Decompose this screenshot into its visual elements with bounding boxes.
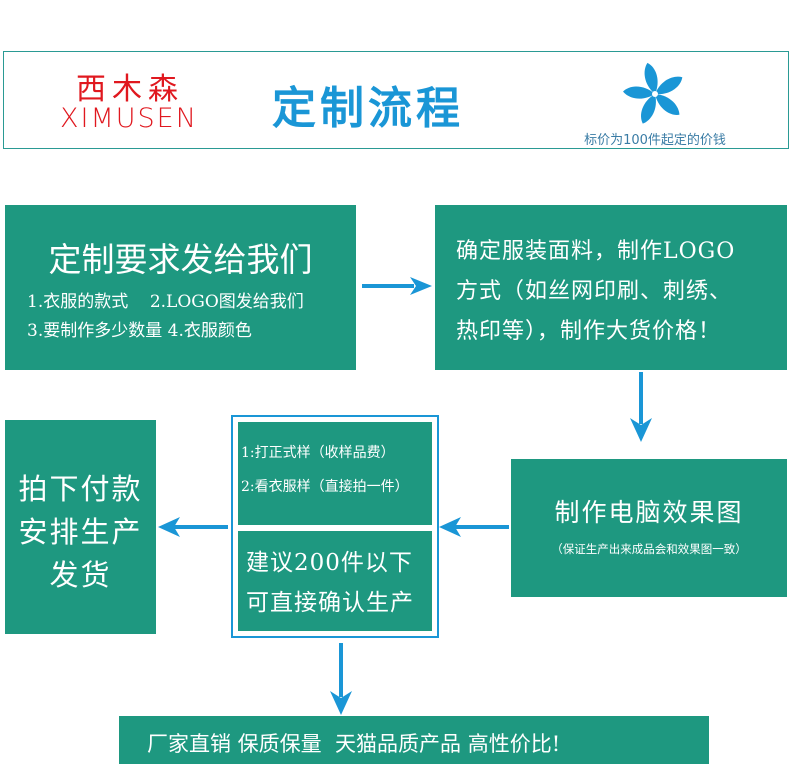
- arrow-left-icon: [439, 517, 509, 537]
- arrow-left-icon: [158, 517, 228, 537]
- step-title: 定制要求发给我们: [48, 240, 313, 279]
- step-subtitle: （保证生产出来成品会和效果图一致）: [551, 542, 747, 556]
- step-line: 发货: [49, 558, 112, 592]
- flower-petal: [644, 62, 658, 94]
- brand-name-en: XIMUSEN: [60, 103, 198, 134]
- step-send-requirements: 定制要求发给我们 1.衣服的款式 2.LOGO图发给我们 3.要制作多少数量 4…: [5, 205, 356, 370]
- step-line: 3.要制作多少数量 4.衣服颜色: [27, 321, 252, 341]
- arrow-down-icon: [630, 372, 652, 442]
- footer-banner: 厂家直销 保质保量 天猫品质产品 高性价比!: [119, 716, 709, 764]
- step-line: 确定服装面料，制作LOGO: [456, 239, 736, 264]
- step-line: 建议200件以下: [246, 550, 413, 576]
- flower-petal: [655, 76, 683, 95]
- footer-slogan: 厂家直销 保质保量 天猫品质产品 高性价比!: [147, 732, 561, 756]
- step-title: 制作电脑效果图: [554, 498, 744, 527]
- flower-petal: [655, 94, 680, 115]
- step-line: 1.衣服的款式 2.LOGO图发给我们: [27, 292, 304, 312]
- arrow-right-icon: [362, 277, 432, 295]
- flower-icon: [623, 62, 683, 124]
- step-line: 热印等），制作大货价格！: [456, 319, 722, 344]
- brand-name-cn: 西木森: [76, 72, 184, 107]
- flower-petal: [623, 86, 655, 99]
- step-line: 可直接确认生产: [246, 590, 414, 616]
- price-note: 标价为100件起定的价钱: [584, 133, 726, 148]
- flower-petal: [641, 94, 656, 124]
- step-render: 制作电脑效果图 （保证生产出来成品会和效果图一致）: [511, 459, 787, 597]
- step-line: 1:打正式样（收样品费）: [241, 445, 395, 461]
- step-line: 安排生产: [18, 515, 143, 549]
- arrow-down-icon: [330, 643, 352, 715]
- step-small-order: 建议200件以下 可直接确认生产: [238, 531, 432, 631]
- step-confirm-fabric: 确定服装面料，制作LOGO 方式（如丝网印刷、刺绣、 热印等），制作大货价格！: [435, 205, 787, 370]
- step-payment: 拍下付款 安排生产 发货: [5, 420, 156, 634]
- step-line: 方式（如丝网印刷、刺绣、: [456, 279, 733, 304]
- step-sample: 1:打正式样（收样品费） 2:看衣服样（直接拍一件）: [238, 422, 432, 525]
- step-line: 2:看衣服样（直接拍一件）: [241, 479, 409, 495]
- page-title: 定制流程: [272, 83, 464, 134]
- step-line: 拍下付款: [18, 472, 143, 506]
